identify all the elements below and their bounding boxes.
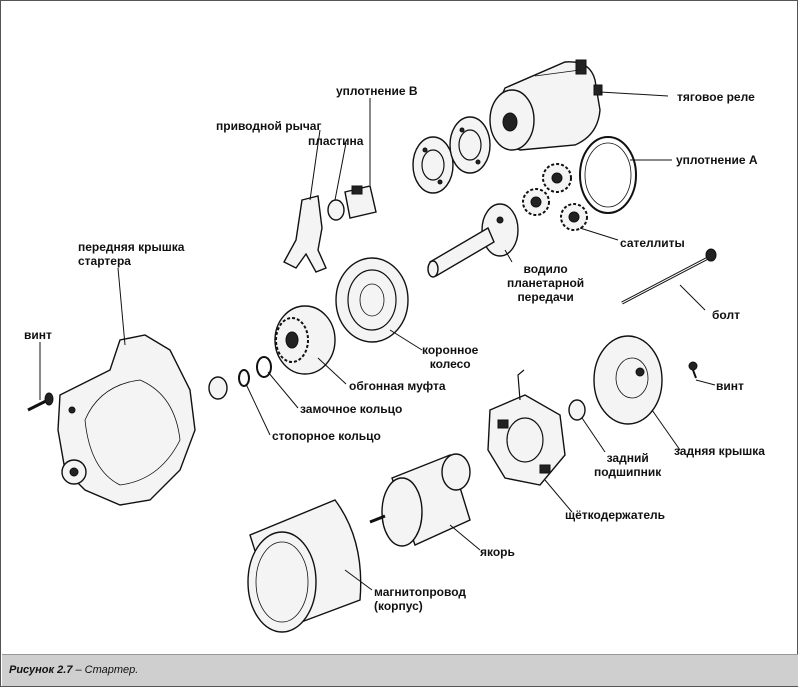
label-snap-ring: замочное кольцо	[300, 402, 403, 416]
label-plate: пластина	[308, 134, 364, 148]
label-stop-ring: стопорное кольцо	[272, 429, 381, 443]
label-planet-carrier: водило планетарной передачи	[507, 262, 585, 304]
figure-caption: Рисунок 2.7 – Стартер.	[9, 664, 138, 676]
screw-left-part	[27, 392, 54, 412]
label-planet-gears: сателлиты	[620, 236, 685, 250]
caption-label: Рисунок 2.7	[9, 664, 73, 676]
drive-lever-part	[283, 185, 377, 273]
label-seal-a: уплотнение А	[676, 153, 758, 167]
leader-lines	[39, 91, 716, 591]
planet-gears-part	[522, 163, 588, 231]
ring-gear-part	[335, 257, 409, 343]
label-bolt: болт	[712, 308, 740, 322]
solenoid-part	[489, 59, 603, 151]
rings-part	[208, 356, 272, 400]
rear-cover-part	[593, 335, 663, 425]
label-screw-left: винт	[24, 328, 52, 342]
gasket-plates	[412, 116, 491, 194]
screw-right-part	[688, 361, 698, 379]
label-rear-bearing: задний подшипник	[594, 451, 662, 479]
label-armature: якорь	[480, 545, 515, 559]
bolt-part	[621, 248, 717, 305]
caption-bar: Рисунок 2.7 – Стартер.	[2, 654, 798, 686]
label-ring-gear: коронное колесо	[422, 343, 479, 371]
label-solenoid: тяговое реле	[677, 90, 755, 104]
brush-holder-part	[487, 369, 566, 486]
label-clutch: обгонная муфта	[349, 379, 446, 393]
seal-a-part	[579, 136, 637, 214]
label-brush-holder: щёткодержатель	[565, 508, 666, 522]
clutch-part	[274, 305, 336, 375]
label-screw-right: винт	[716, 379, 744, 393]
label-yoke: магнитопровод (корпус)	[374, 585, 466, 613]
starter-exploded-diagram	[27, 59, 717, 633]
label-front-cover: передняя крышка стартера	[78, 240, 185, 268]
front-cover-part	[57, 334, 196, 506]
label-rear-cover: задняя крышка	[674, 444, 765, 458]
armature-part	[369, 453, 471, 547]
planet-carrier-part	[427, 203, 519, 278]
rear-bearing-part	[568, 399, 586, 421]
caption-separator: –	[72, 664, 85, 676]
label-seal-b: уплотнение В	[336, 84, 418, 98]
yoke-part	[247, 499, 362, 633]
label-drive-lever: приводной рычаг	[216, 119, 322, 133]
caption-text: Стартер.	[84, 664, 139, 676]
